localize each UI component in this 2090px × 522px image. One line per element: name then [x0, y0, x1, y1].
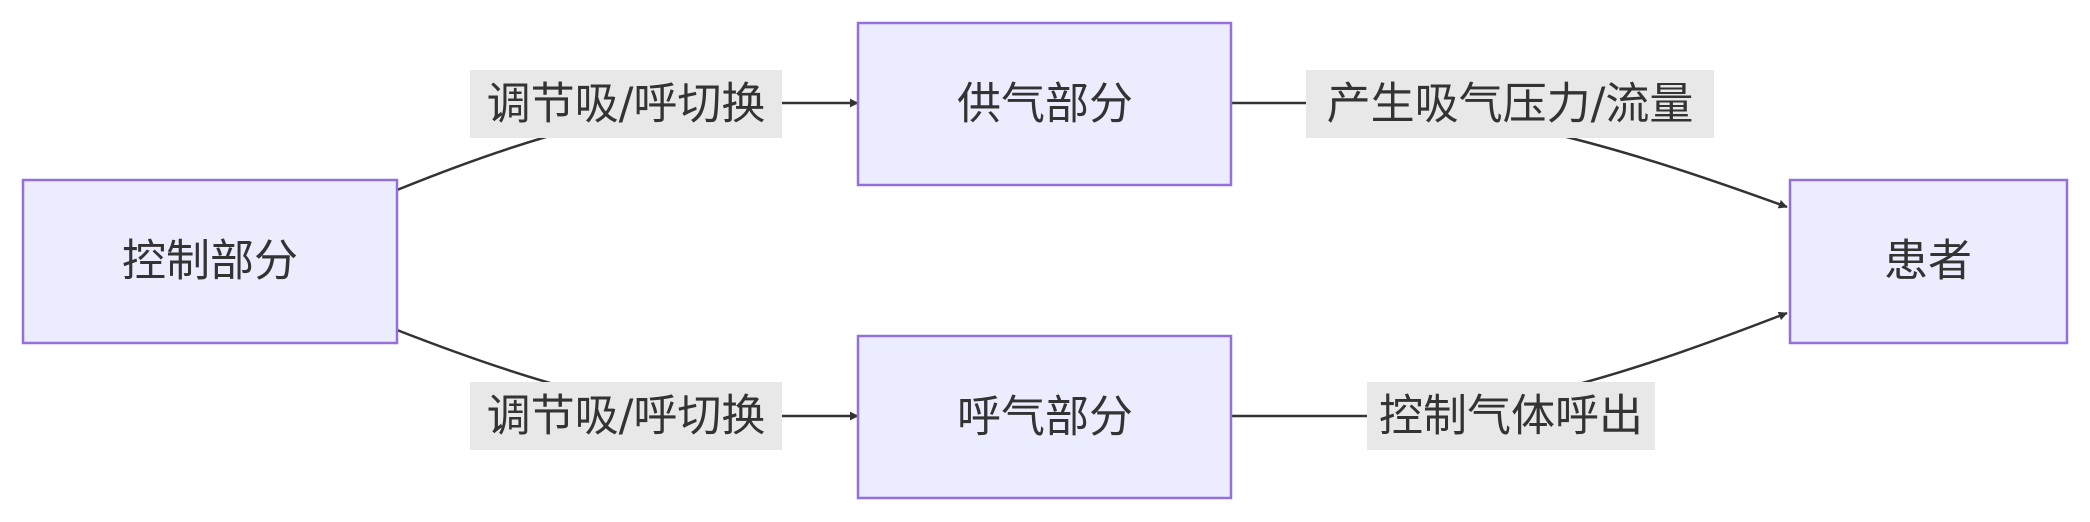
node-label: 控制部分: [122, 236, 298, 287]
edge-label-text: 调节吸/呼切换: [487, 79, 766, 130]
node-label: 呼气部分: [957, 392, 1133, 443]
node-exhale[interactable]: 呼气部分: [856, 334, 1233, 500]
node-box: [1788, 178, 2069, 345]
edge-label-exhale-to-patient: 控制气体呼出: [1367, 382, 1655, 450]
edge-label-control-to-supply: 调节吸/呼切换: [470, 70, 782, 138]
node-supply[interactable]: 供气部分: [856, 21, 1233, 187]
edge-label-background: [1367, 382, 1655, 450]
node-label: 供气部分: [957, 79, 1133, 130]
edge-label-text: 调节吸/呼切换: [487, 391, 766, 442]
edge-label-background: [470, 382, 782, 450]
edge-label-supply-to-patient: 产生吸气压力/流量: [1306, 70, 1714, 138]
node-patient[interactable]: 患者: [1788, 178, 2069, 345]
node-box: [856, 334, 1233, 500]
node-box: [21, 178, 399, 345]
edge-label-control-to-exhale: 调节吸/呼切换: [470, 382, 782, 450]
edge-label-text: 控制气体呼出: [1379, 391, 1643, 442]
edge-label-text: 产生吸气压力/流量: [1327, 79, 1694, 130]
node-label: 患者: [1884, 236, 1972, 287]
node-control[interactable]: 控制部分: [21, 178, 399, 345]
node-box: [856, 21, 1233, 187]
edge-label-background: [1306, 70, 1714, 138]
edge-label-background: [470, 70, 782, 138]
